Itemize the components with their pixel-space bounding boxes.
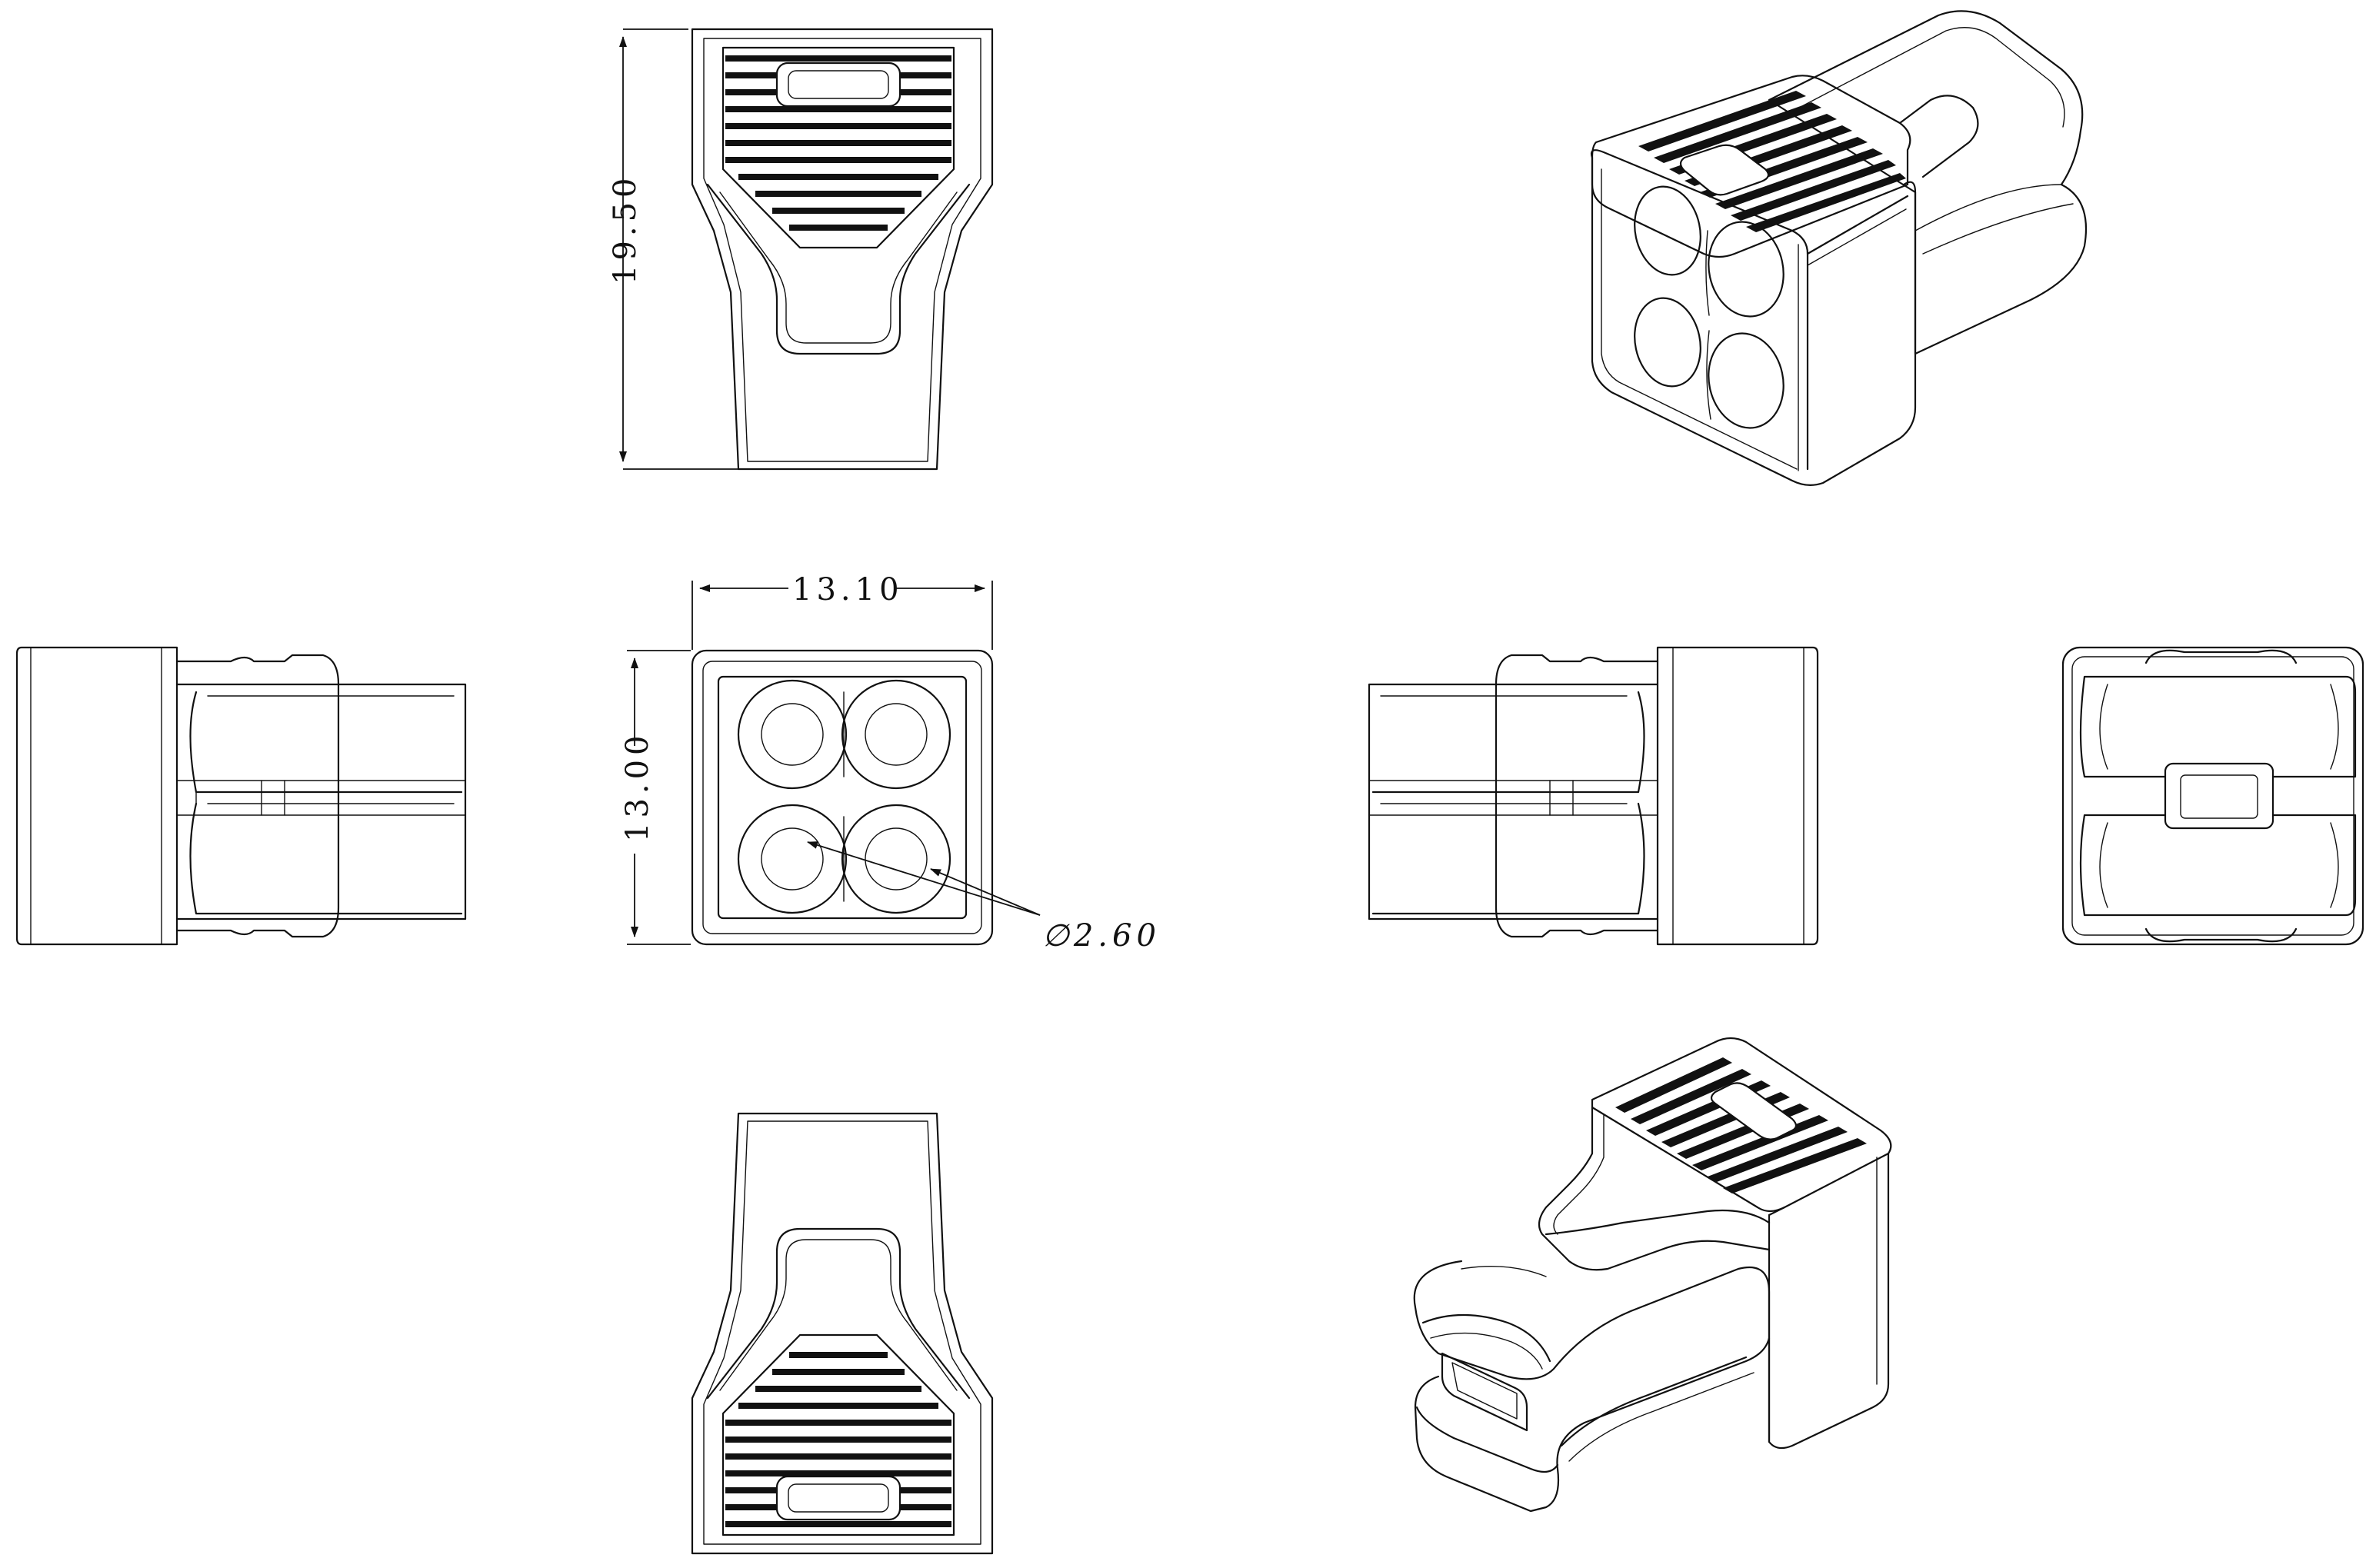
isometric-view-bottom [1413,1037,1892,1513]
depth-dimension-label: 13.00 [620,731,655,842]
wire-entry-holes [737,679,951,914]
height-dimension-label: 19.50 [608,173,643,285]
right-side-view [1368,646,1819,946]
top-view: 19.50 [608,28,994,471]
isometric-view-top [1590,10,2088,486]
left-side-view [15,646,467,946]
rear-view [2061,646,2364,946]
hole-diameter-label: ∅2.60 [1042,918,1161,954]
front-view: 13.10 13.00 ∅2.60 [620,568,1161,954]
iso-ribs-bottom [1615,1057,1867,1193]
bottom-view [691,1112,994,1555]
width-dimension-label: 13.10 [792,572,904,608]
